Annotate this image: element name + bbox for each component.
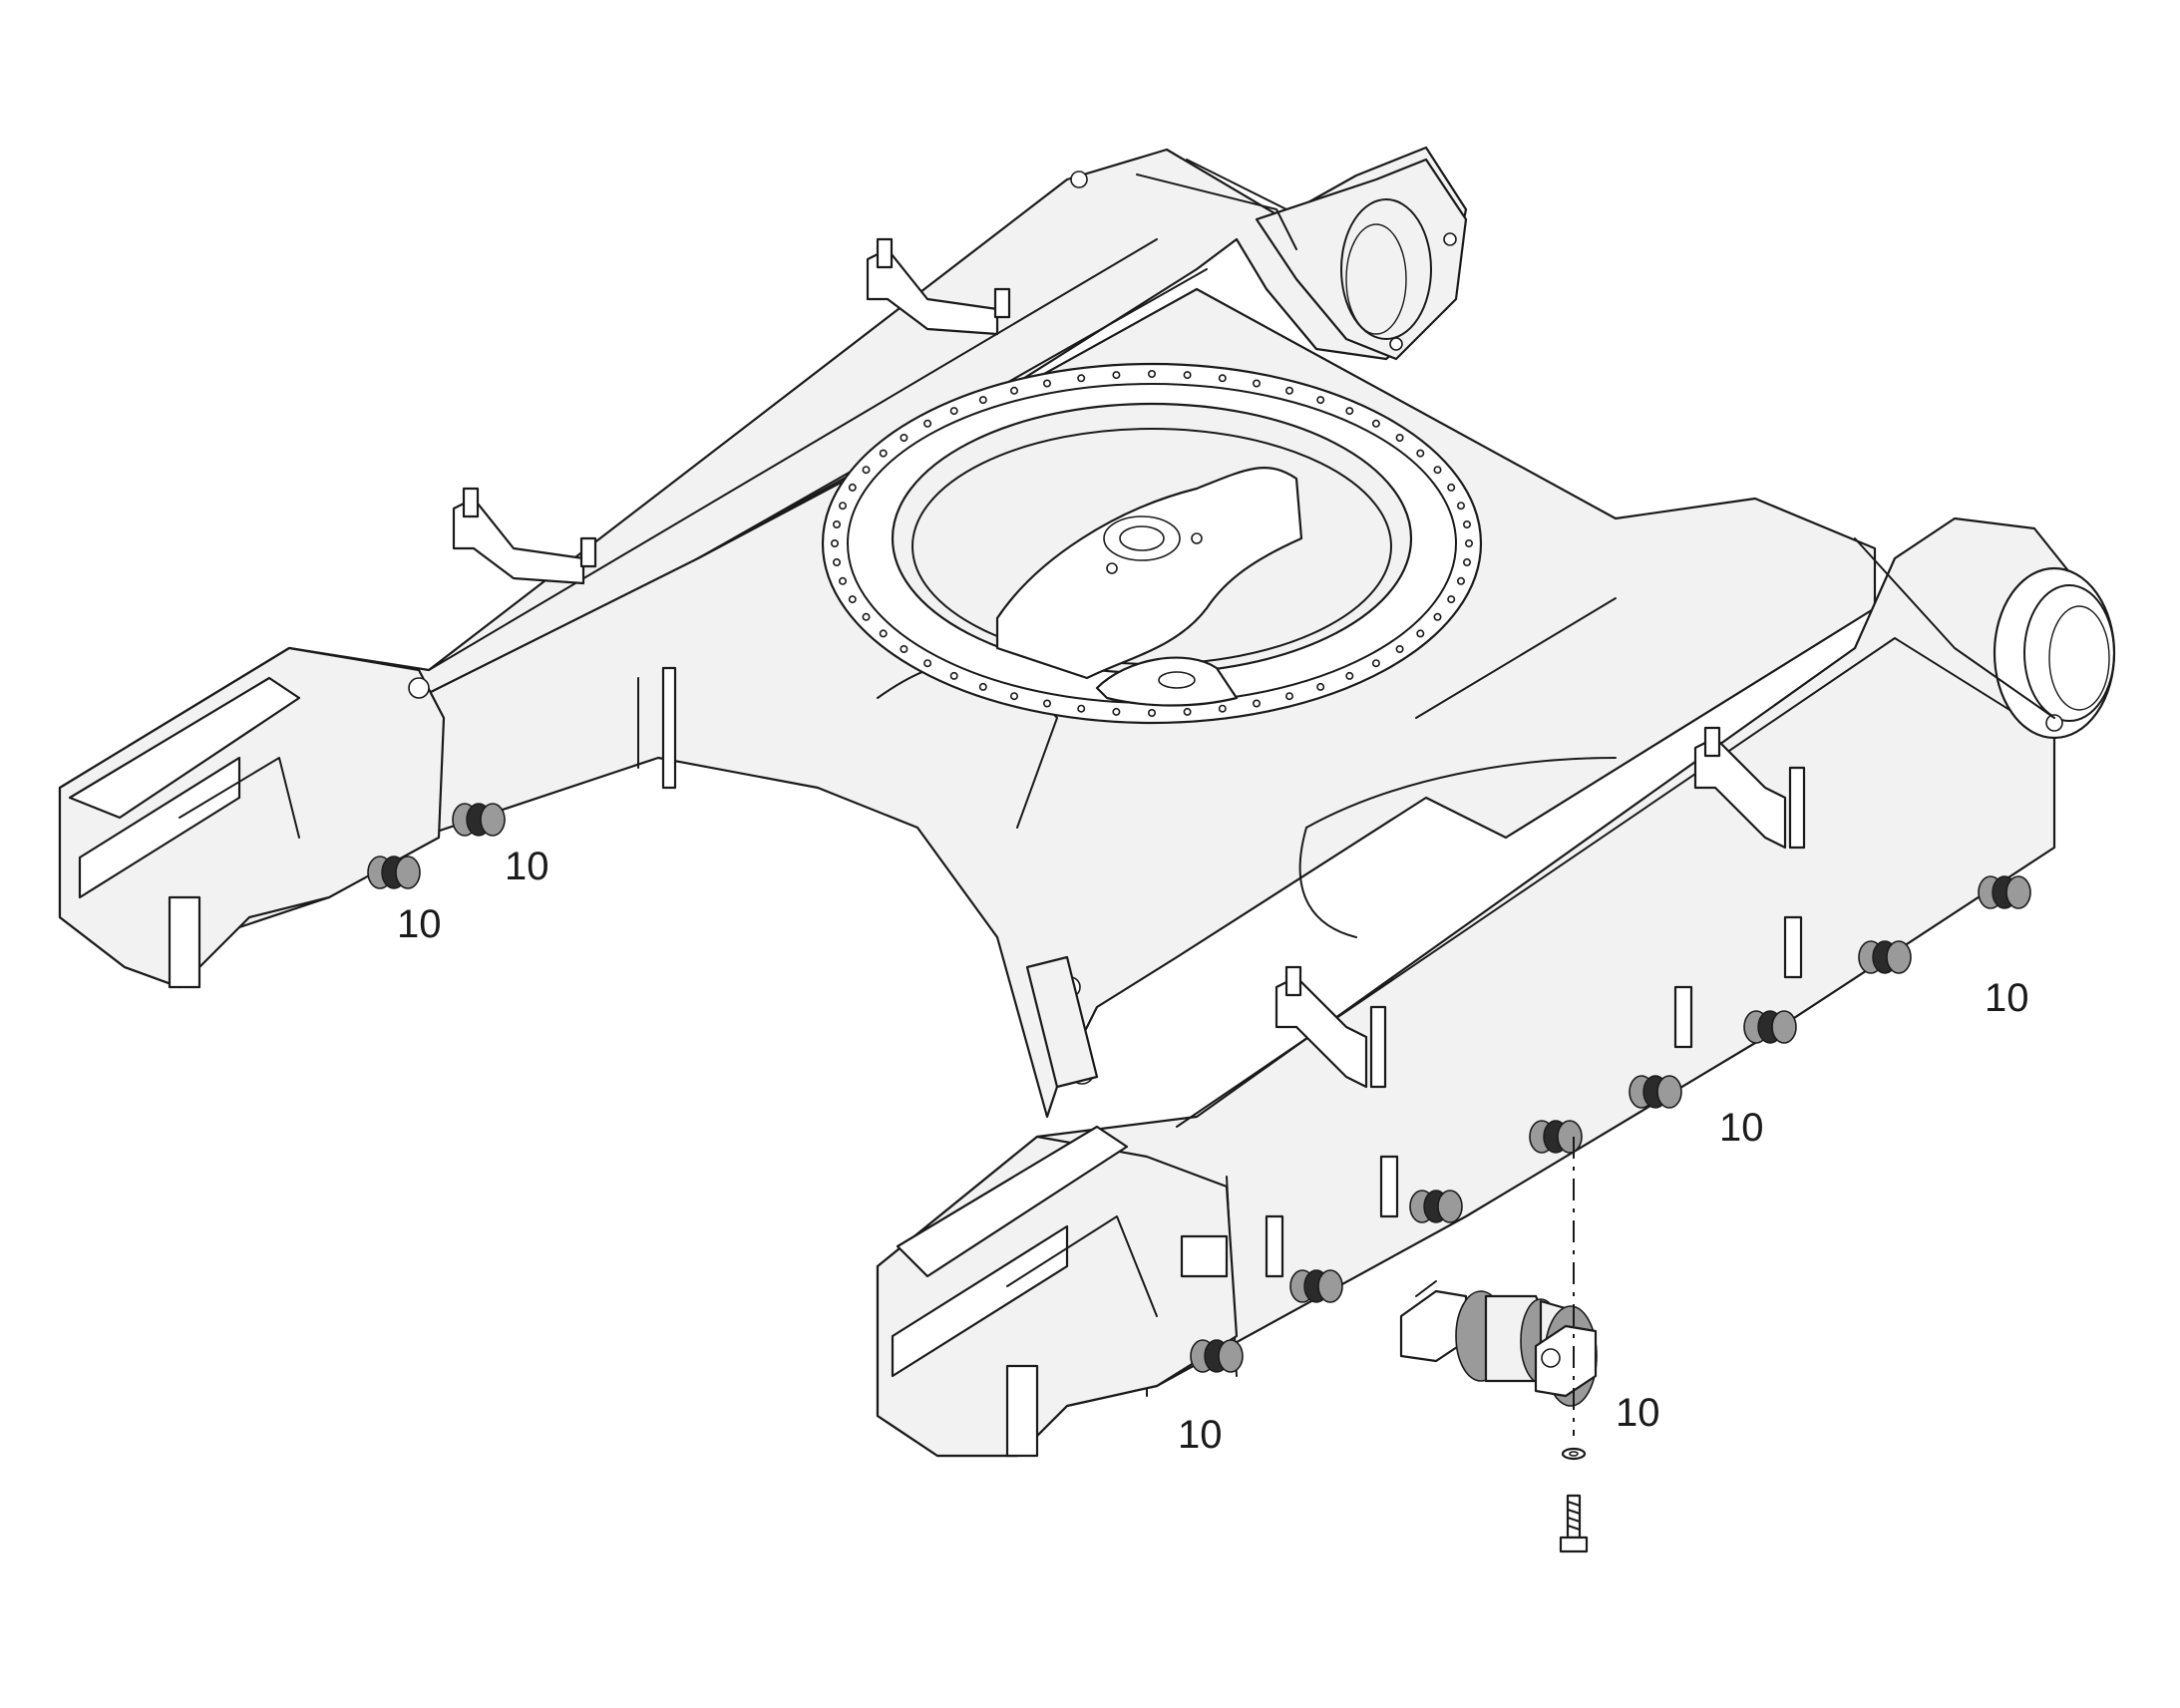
swing-bearing [821,362,1483,725]
bolt-hole [1345,407,1354,416]
bolt-hole [830,538,839,547]
track-roller [1190,1339,1244,1373]
bolt-hole [978,682,987,691]
bolt-hole [1009,386,1018,395]
bolt-hole [1447,483,1456,492]
bolt-hole [1447,595,1456,604]
far-rail-rear-end [1070,158,1468,361]
bolt-hole [862,612,871,621]
bolt-hole [1433,612,1442,621]
bolt-hole [832,557,841,566]
bolt-hole [1218,704,1227,713]
bolt-hole [949,407,958,416]
bolt-hole [1433,466,1442,475]
bolt-hole [862,466,871,475]
center-swivel-plate [995,467,1303,680]
bolt-hole [1112,371,1121,380]
track-guard-bracket [452,487,597,585]
bolt-hole [1285,386,1294,395]
bolt-hole [1416,449,1425,458]
bolt-hole [1077,374,1086,383]
track-guard-bracket [1274,965,1387,1089]
roller-mount-bracket-right [1534,1324,1598,1398]
bolt-hole [1148,369,1157,378]
bolt-hole [1218,374,1227,383]
callout-labels: 10 10 10 10 10 10 [397,845,2029,1457]
bolt-hole [1285,692,1294,701]
bolt-hole [832,519,841,528]
callout-1: 10 [505,845,549,888]
bolt-hole [879,629,888,638]
track-roller [1629,1075,1682,1109]
bolt-hole [848,595,857,604]
track-guard-bracket [866,237,1011,336]
bearing-bolt-holes [830,369,1474,717]
bolt-hole [1043,699,1052,708]
bolt-hole [1183,707,1192,716]
bolt-hole [900,644,908,653]
washer [1561,1447,1587,1461]
bolt-hole [900,433,908,442]
bolt-hole [1457,502,1466,511]
bolt-hole [1316,682,1325,691]
bolt-hole [1463,557,1472,566]
callout-6: 10 [1616,1391,1660,1435]
track-guard-bracket [1693,726,1806,850]
bolt-hole [1253,379,1262,388]
bolt-hole [1077,704,1086,713]
near-rail-rear-end [1854,537,2116,740]
callout-3: 10 [1985,976,2029,1020]
bolt-hole [923,419,932,428]
bolt-hole [1345,671,1354,680]
callout-4: 10 [1719,1106,1764,1150]
track-roller [1289,1269,1343,1303]
bolt-hole [949,671,958,680]
bolt-hole [1316,396,1325,405]
bolt-hole [848,483,857,492]
callout-5: 10 [1178,1413,1223,1457]
track-rollers [367,803,2031,1373]
bolt-hole [1416,629,1425,638]
track-roller [1978,875,2031,909]
track-roller [1743,1010,1797,1044]
bolt-hole [1043,379,1052,388]
callout-2: 10 [397,902,442,946]
bolt-hole [1395,433,1404,442]
bolt-hole [1371,419,1380,428]
bolt-hole [1253,699,1262,708]
bolt-hole [1395,644,1404,653]
track-roller [367,855,421,889]
exploded-track-roller [1399,1137,1598,1553]
bolt-hole [838,502,847,511]
track-roller [1529,1120,1583,1154]
far-rail-front-end [58,646,446,989]
bolt-hole [838,576,847,585]
bolt-hole [1183,371,1192,380]
bolt-hole [1148,708,1157,717]
bolt-hole [978,396,987,405]
track-guide-brackets [452,237,1806,1278]
track-roller [1409,1190,1463,1223]
track-roller [452,803,506,837]
bolt-hole [923,659,932,668]
bolt-hole [1009,692,1018,701]
mounting-bolt [1559,1494,1589,1553]
bolt-hole [879,449,888,458]
bolt-hole [1112,707,1121,716]
bolt-hole [1463,519,1472,528]
bolt-hole [1457,576,1466,585]
bolt-hole [1465,538,1474,547]
near-rail-front-end [876,955,1239,1458]
bolt-hole [1371,659,1380,668]
track-roller [1858,940,1912,974]
